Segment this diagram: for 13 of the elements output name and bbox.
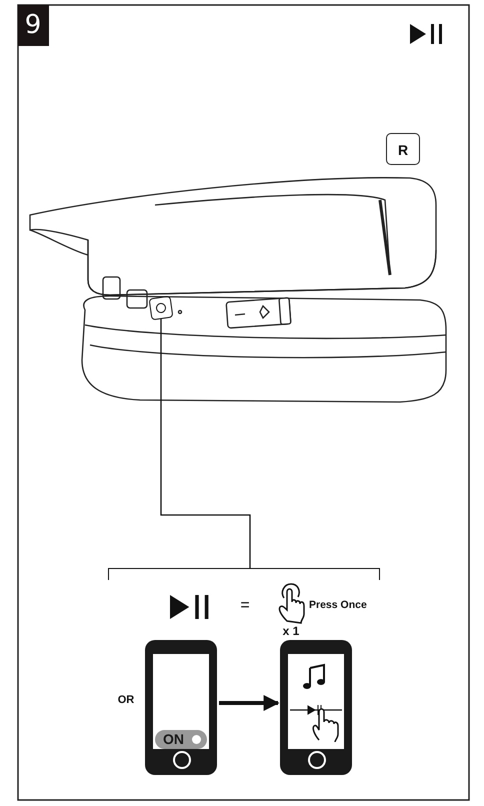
equals-sign: = <box>240 597 250 615</box>
right-side-label: R <box>386 133 420 165</box>
power-button <box>148 296 174 320</box>
instruction-text: Press Once <box>309 599 367 611</box>
arrow <box>219 695 280 711</box>
press-count: x 1 <box>282 624 300 638</box>
phone <box>145 640 217 775</box>
leader-line <box>160 319 251 568</box>
toggle-switch: ON <box>155 730 207 749</box>
bracket <box>108 568 380 580</box>
or-label: OR <box>118 694 134 706</box>
step-number: 9 <box>24 10 42 40</box>
phone <box>280 640 352 775</box>
